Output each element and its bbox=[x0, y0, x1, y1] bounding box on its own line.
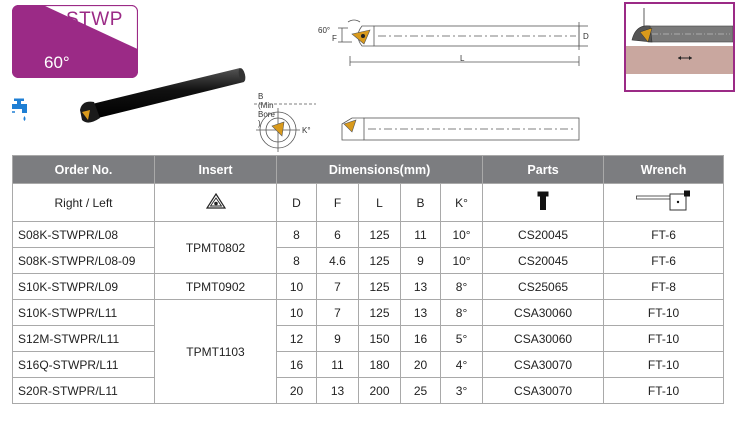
dim-d: 8 bbox=[276, 247, 317, 274]
label-angle-top: 60° bbox=[318, 26, 331, 35]
dim-f: 13 bbox=[316, 377, 359, 404]
subheader-parts bbox=[482, 183, 605, 222]
dim-d: 10 bbox=[276, 299, 317, 326]
subheader-wrench bbox=[603, 183, 725, 222]
label-min-bore: B (Min Bore ) bbox=[258, 92, 275, 128]
parts-code: CS25065 bbox=[482, 273, 605, 300]
dim-d: 16 bbox=[276, 351, 317, 378]
parts-code: CSA30060 bbox=[482, 325, 605, 352]
dim-l: 150 bbox=[358, 325, 401, 352]
dim-k: 5° bbox=[439, 325, 484, 352]
order-number: S10K-STWPR/L09 bbox=[12, 273, 155, 300]
label-f-top: F bbox=[332, 34, 337, 43]
label-l: L bbox=[460, 54, 465, 63]
parts-code: CS20045 bbox=[482, 221, 605, 248]
dim-k: 4° bbox=[439, 351, 484, 378]
wrench-code: FT-10 bbox=[603, 351, 725, 378]
wrench-code: FT-6 bbox=[603, 247, 725, 274]
subheader-f: F bbox=[316, 183, 359, 222]
dim-d: 12 bbox=[276, 325, 317, 352]
application-inset bbox=[624, 2, 735, 92]
insert-code: TPMT0902 bbox=[154, 273, 277, 300]
subheader-row: Right / Left D F L B K° bbox=[12, 183, 725, 222]
dim-f: 11 bbox=[316, 351, 359, 378]
dim-b: 13 bbox=[400, 273, 441, 300]
parts-code: CS20045 bbox=[482, 247, 605, 274]
wrench-code: FT-6 bbox=[603, 221, 725, 248]
dim-d: 10 bbox=[276, 273, 317, 300]
dim-l: 125 bbox=[358, 247, 401, 274]
dim-b: 20 bbox=[400, 351, 441, 378]
parts-code: CSA30070 bbox=[482, 351, 605, 378]
header-insert: Insert bbox=[154, 155, 277, 184]
badge-angle: 60° bbox=[44, 53, 70, 72]
dim-f: 7 bbox=[316, 299, 359, 326]
parts-code: CSA30070 bbox=[482, 377, 605, 404]
triangle-insert-icon bbox=[205, 192, 226, 212]
dim-d: 20 bbox=[276, 377, 317, 404]
dim-k: 3° bbox=[439, 377, 484, 404]
torx-key-icon bbox=[635, 190, 692, 215]
wrench-code: FT-8 bbox=[603, 273, 725, 300]
dim-l: 125 bbox=[358, 221, 401, 248]
top-view-drawing: 60° F D L bbox=[318, 12, 589, 77]
table-row: S08K-STWPR/L08-09 8 4.6 125 9 10° CS2004… bbox=[12, 247, 725, 274]
dim-l: 200 bbox=[358, 377, 401, 404]
spec-table: Order No. Insert Dimensions(mm) Parts Wr… bbox=[12, 155, 725, 404]
dim-f: 6 bbox=[316, 221, 359, 248]
insert-code: TPMT0802 bbox=[154, 221, 277, 274]
header-order: Order No. bbox=[12, 155, 155, 184]
wrench-code: FT-10 bbox=[603, 377, 725, 404]
dim-k: 10° bbox=[439, 221, 484, 248]
subheader-k: K° bbox=[439, 183, 484, 222]
dim-l: 125 bbox=[358, 299, 401, 326]
table-row: S16Q-STWPR/L11 16 11 180 20 4° CSA30070 … bbox=[12, 351, 725, 378]
badge-title: S-STWP bbox=[46, 9, 123, 30]
table-row: S10K-STWPR/L11 TPMT1103 10 7 125 13 8° C… bbox=[12, 299, 725, 404]
dim-k: 8° bbox=[439, 273, 484, 300]
subheader-d: D bbox=[276, 183, 317, 222]
dim-l: 125 bbox=[358, 273, 401, 300]
dim-b: 13 bbox=[400, 299, 441, 326]
order-number: S10K-STWPR/L11 bbox=[12, 299, 155, 326]
tool-holder-image bbox=[60, 60, 260, 145]
header-parts: Parts bbox=[482, 155, 605, 184]
label-d: D bbox=[583, 32, 589, 41]
subheader-b: B bbox=[400, 183, 441, 222]
dim-k: 10° bbox=[439, 247, 484, 274]
parts-code: CSA30060 bbox=[482, 299, 605, 326]
header-wrench: Wrench bbox=[603, 155, 725, 184]
subheader-order: Right / Left bbox=[12, 183, 155, 222]
screw-icon bbox=[537, 191, 549, 214]
order-number: S20R-STWPR/L11 bbox=[12, 377, 155, 404]
dim-k: 8° bbox=[439, 299, 484, 326]
subheader-l: L bbox=[358, 183, 401, 222]
insert-code: TPMT1103 bbox=[154, 299, 277, 404]
table-row: S10K-STWPR/L09 TPMT0902 10 7 125 13 8° C… bbox=[12, 273, 725, 300]
order-number: S16Q-STWPR/L11 bbox=[12, 351, 155, 378]
dim-b: 9 bbox=[400, 247, 441, 274]
dim-b: 25 bbox=[400, 377, 441, 404]
header-dimensions: Dimensions(mm) bbox=[275, 155, 484, 184]
subheader-insert bbox=[154, 183, 277, 222]
dim-b: 11 bbox=[400, 221, 441, 248]
dim-d: 8 bbox=[276, 221, 317, 248]
table-row: S20R-STWPR/L11 20 13 200 25 3° CSA30070 … bbox=[12, 377, 725, 404]
dim-f: 9 bbox=[316, 325, 359, 352]
header-row: Order No. Insert Dimensions(mm) Parts Wr… bbox=[12, 155, 725, 184]
order-number: S08K-STWPR/L08 bbox=[12, 221, 155, 248]
table-row: S12M-STWPR/L11 12 9 150 16 5° CSA30060 F… bbox=[12, 325, 725, 352]
coolant-faucet-icon bbox=[10, 98, 34, 129]
product-badge: S-STWP 60° bbox=[12, 5, 138, 78]
table-row: S08K-STWPR/L08 TPMT0802 8 6 125 11 10° C… bbox=[12, 221, 725, 274]
label-k: K° bbox=[302, 126, 311, 135]
order-number: S08K-STWPR/L08-09 bbox=[12, 247, 155, 274]
dim-l: 180 bbox=[358, 351, 401, 378]
dim-f: 7 bbox=[316, 273, 359, 300]
dim-b: 16 bbox=[400, 325, 441, 352]
wrench-code: FT-10 bbox=[603, 299, 725, 326]
wrench-code: FT-10 bbox=[603, 325, 725, 352]
order-number: S12M-STWPR/L11 bbox=[12, 325, 155, 352]
dim-f: 4.6 bbox=[316, 247, 359, 274]
